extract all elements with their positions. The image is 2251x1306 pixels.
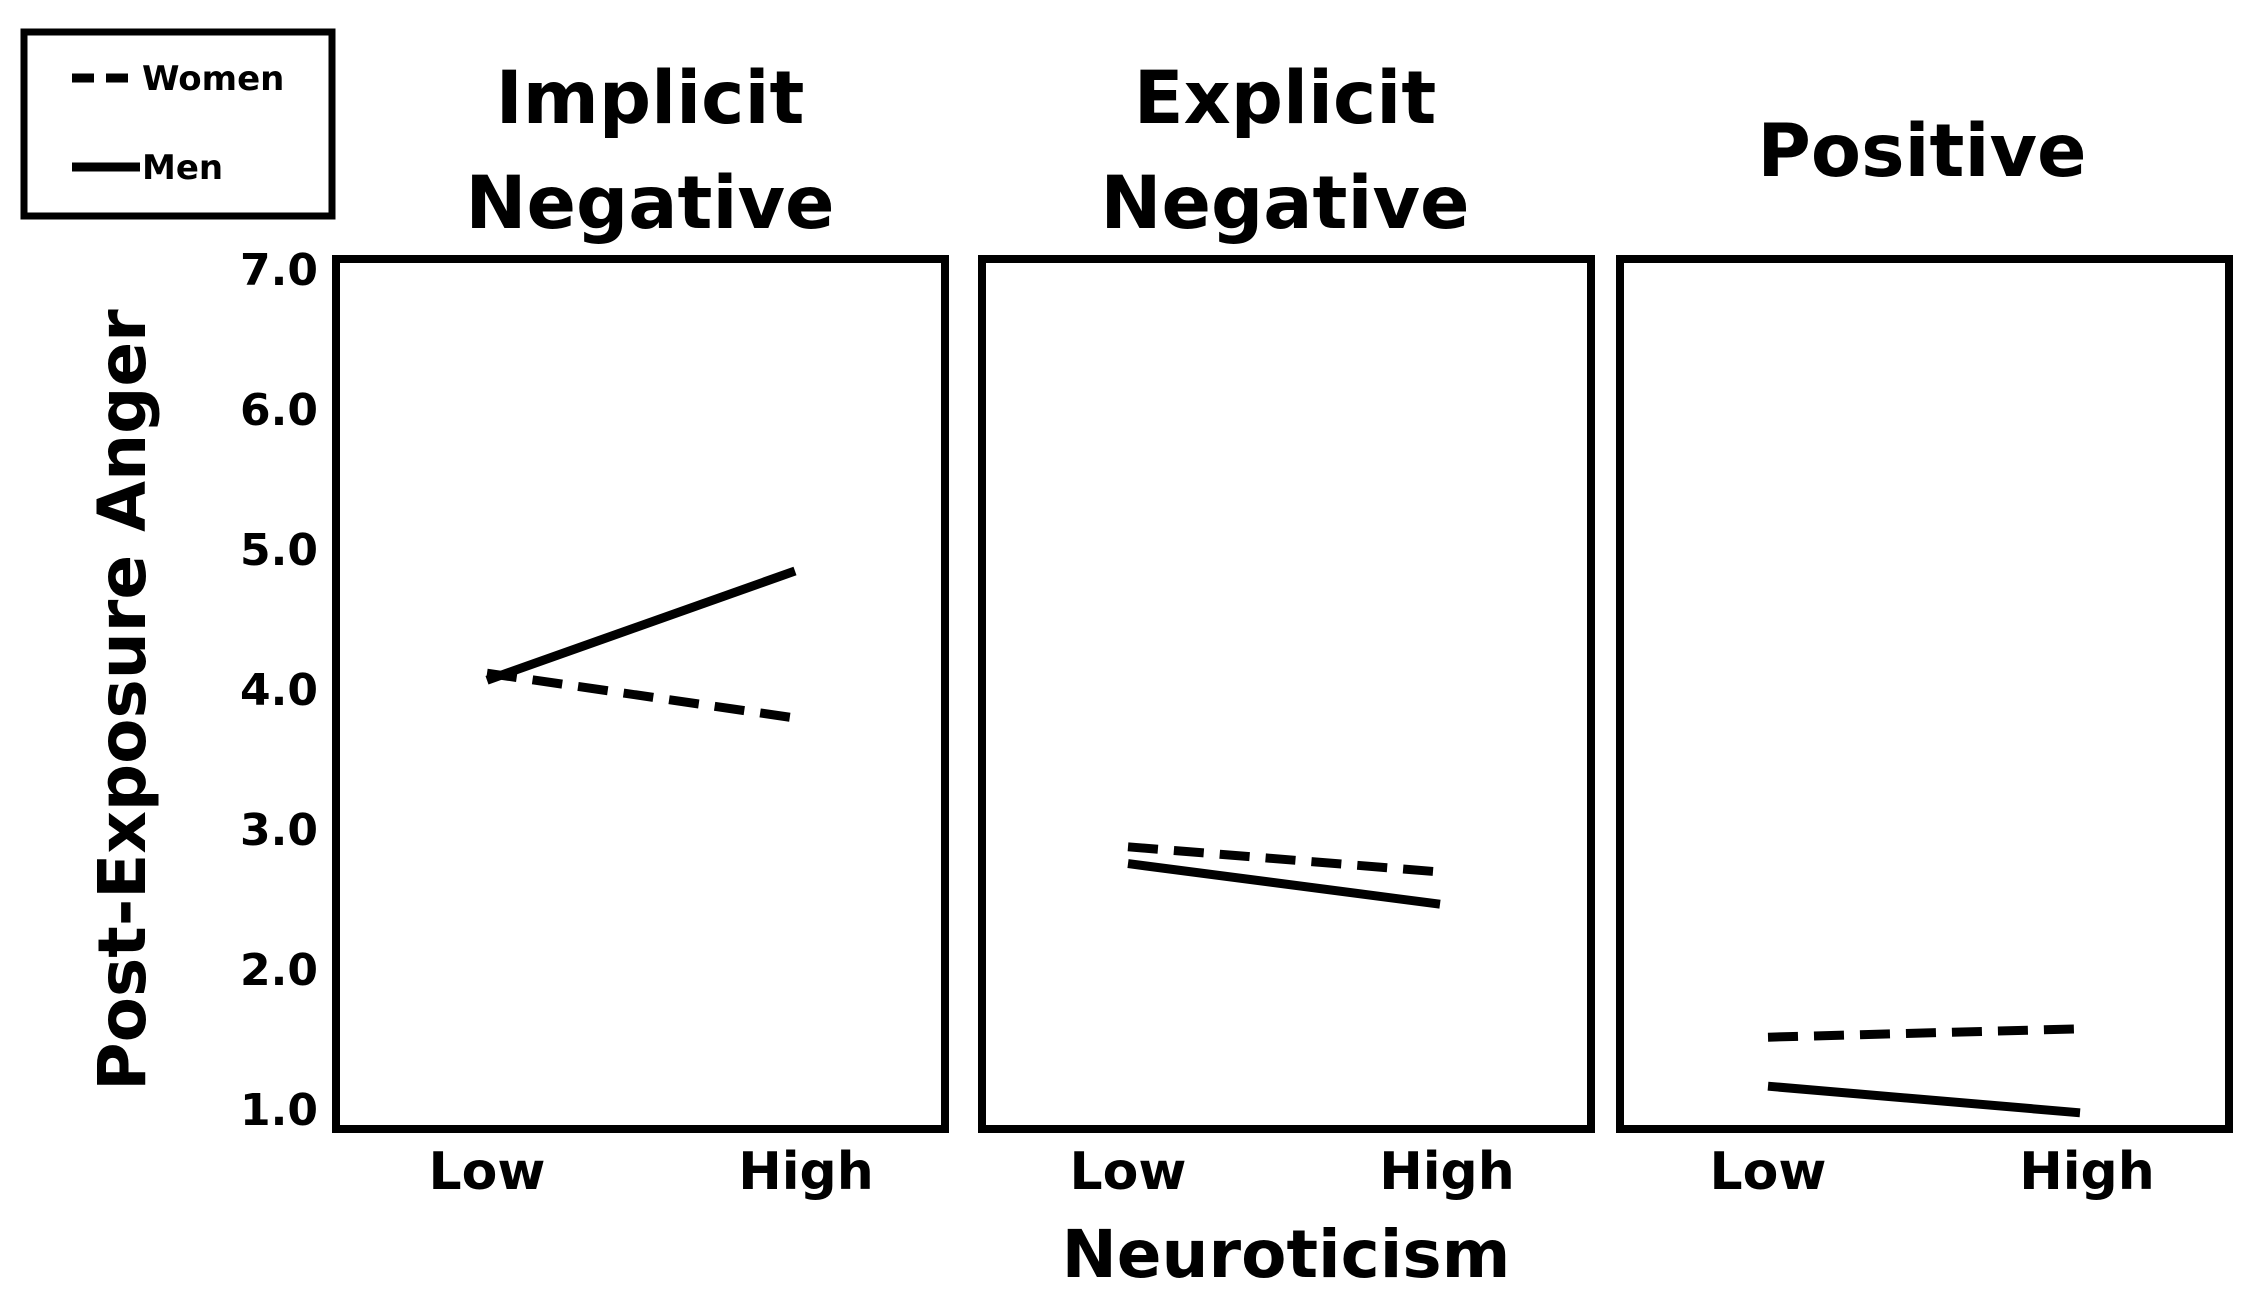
x-tick-high: High xyxy=(2019,1142,2155,1202)
x-tick-low: Low xyxy=(429,1142,546,1202)
x-axis-title: Neuroticism xyxy=(1062,1216,1511,1293)
y-ticks: 1.0 2.0 3.0 4.0 5.0 6.0 7.0 xyxy=(240,245,318,1136)
y-tick-label: 1.0 xyxy=(240,1085,318,1136)
y-tick-label: 6.0 xyxy=(240,385,318,436)
panel-title-line-1: Explicit xyxy=(1134,56,1436,141)
women-line xyxy=(486,668,796,723)
legend-label-women: Women xyxy=(142,59,284,99)
women-line xyxy=(1767,1024,2081,1042)
panel-frame xyxy=(978,255,1595,1133)
panel-positive: Positive Low High xyxy=(1616,109,2233,1202)
panel-implicit-negative: Implicit Negative Low High xyxy=(332,56,949,1202)
x-tick-high: High xyxy=(738,1142,874,1202)
legend: Women Men xyxy=(20,28,336,220)
legend-box xyxy=(20,28,336,220)
men-line xyxy=(485,566,797,685)
y-axis-title: Post-Exposure Anger xyxy=(84,309,161,1091)
women-line xyxy=(1127,842,1441,877)
x-tick-low: Low xyxy=(1710,1142,1827,1202)
panel-title-line-2: Negative xyxy=(465,161,834,246)
panel-explicit-negative: Explicit Negative Low High xyxy=(978,56,1595,1202)
y-tick-label: 3.0 xyxy=(240,805,318,856)
y-tick-label: 4.0 xyxy=(240,665,318,716)
panel-frame xyxy=(1616,255,2233,1133)
panel-title-line-2: Negative xyxy=(1100,161,1469,246)
x-tick-high: High xyxy=(1379,1142,1515,1202)
x-tick-low: Low xyxy=(1070,1142,1187,1202)
panel-frame xyxy=(332,255,949,1133)
y-tick-label: 7.0 xyxy=(240,245,318,296)
panel-title: Positive xyxy=(1757,109,2086,194)
panel-title-line-1: Implicit xyxy=(496,56,805,141)
y-tick-label: 5.0 xyxy=(240,525,318,576)
y-tick-label: 2.0 xyxy=(240,945,318,996)
men-line xyxy=(1127,859,1441,909)
legend-label-men: Men xyxy=(142,148,223,188)
men-line xyxy=(1767,1081,2081,1118)
